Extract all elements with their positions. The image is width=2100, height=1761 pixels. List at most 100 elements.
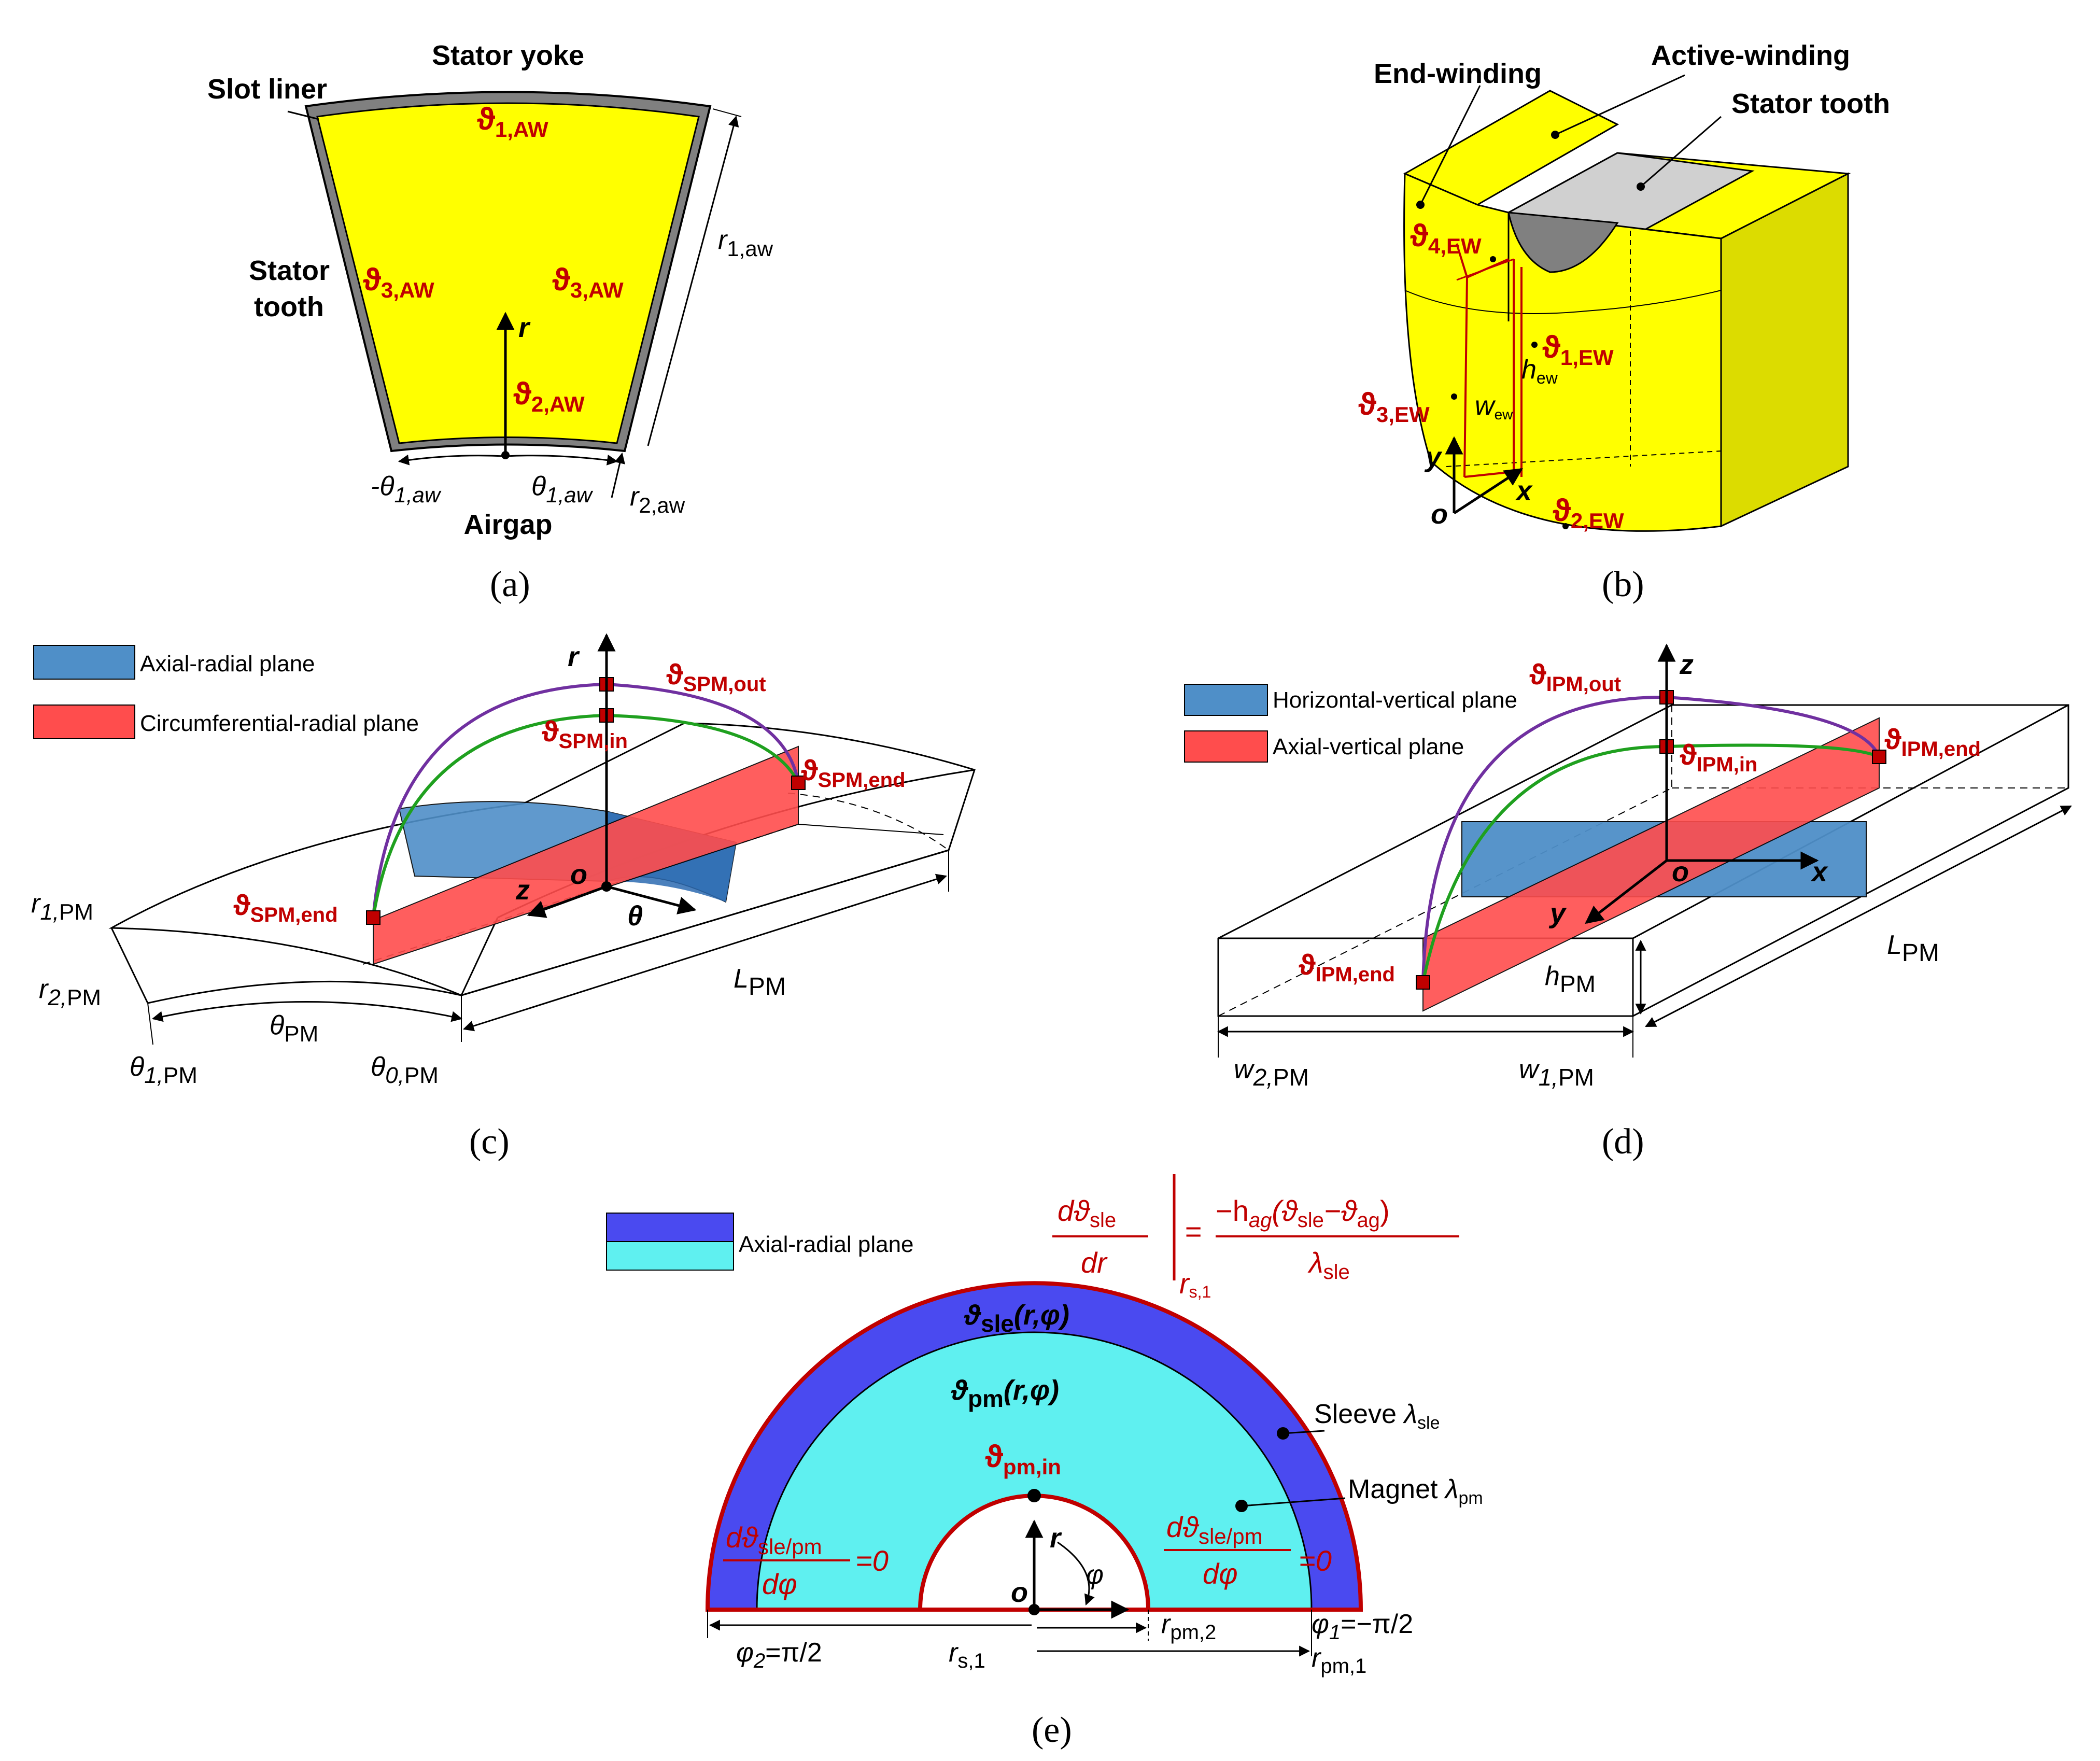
r2-aw-dim bbox=[611, 452, 625, 498]
label-phi2: φ2=π/2 bbox=[736, 1638, 822, 1672]
label-end-winding: End-winding bbox=[1374, 58, 1542, 89]
legend-label-blue-d: Horizontal-vertical plane bbox=[1273, 687, 1517, 713]
svg-text:dϑsle: dϑsle bbox=[1058, 1194, 1116, 1232]
legend-swatch-blue-c bbox=[33, 645, 135, 680]
temp-3-aw-right: ϑ3,AW bbox=[552, 262, 624, 302]
label-active-winding: Active-winding bbox=[1651, 40, 1850, 71]
legend-label-blue-c: Axial-radial plane bbox=[140, 651, 315, 677]
bc-side-right: dϑsle/pm dφ =0 bbox=[1164, 1511, 1332, 1590]
caption-c: (c) bbox=[469, 1122, 510, 1162]
label-theta-neg: -θ1,aw bbox=[371, 471, 442, 507]
panel-e: Axial-radial plane ϑsle(r,φ) ϑpm(r,φ) ϑp… bbox=[606, 1174, 1483, 1750]
panel-a: Stator yoke Slot liner Stator tooth Airg… bbox=[207, 40, 773, 604]
label-w1-pm: w1,PM bbox=[1519, 1054, 1594, 1091]
caption-d: (d) bbox=[1602, 1122, 1644, 1162]
label-rpm1: rpm,1 bbox=[1312, 1643, 1366, 1678]
theta-arc-neg bbox=[398, 454, 506, 466]
temp-3-aw-left: ϑ3,AW bbox=[363, 262, 434, 302]
temp-spm-out: ϑSPM,out bbox=[666, 658, 766, 696]
label-stator-tooth-1: Stator bbox=[249, 255, 330, 286]
bc-side-left: dϑsle/pm dφ =0 bbox=[723, 1521, 889, 1600]
panel-d: Horizontal-vertical plane Axial-vertical… bbox=[1184, 643, 2072, 1162]
svg-text:=0: =0 bbox=[855, 1544, 889, 1577]
temp-2-aw: ϑ2,AW bbox=[513, 376, 585, 416]
temp-spm-in: ϑSPM,in bbox=[542, 715, 628, 753]
spm-in-arc bbox=[372, 713, 800, 918]
label-r-axis-e: r bbox=[1050, 1523, 1062, 1554]
label-x-axis-b: x bbox=[1515, 475, 1533, 506]
label-r-axis-c: r bbox=[568, 641, 580, 672]
svg-text:rs,1: rs,1 bbox=[1179, 1267, 1211, 1301]
label-origin-e: o bbox=[1011, 1577, 1028, 1608]
pm-field-label: ϑpm(r,φ) bbox=[951, 1375, 1059, 1412]
temp-1-ew: ϑ1,EW bbox=[1542, 330, 1614, 370]
label-theta-pm: θPM bbox=[270, 1010, 318, 1047]
label-theta1-pm: θ1,PM bbox=[130, 1052, 198, 1088]
label-origin-c: o bbox=[570, 859, 587, 890]
svg-text:dϑsle/pm: dϑsle/pm bbox=[1166, 1511, 1263, 1548]
x-axis-b bbox=[1453, 468, 1523, 515]
svg-text:λsle: λsle bbox=[1307, 1246, 1350, 1284]
label-stator-yoke: Stator yoke bbox=[432, 40, 584, 71]
temp-ipm-out: ϑIPM,out bbox=[1529, 658, 1621, 696]
temp-ipm-end-right: ϑIPM,end bbox=[1884, 723, 1981, 760]
legend-swatch-red-d bbox=[1184, 730, 1268, 763]
svg-text:dφ: dφ bbox=[1203, 1557, 1238, 1590]
ipm-out-arc bbox=[1421, 695, 1881, 983]
label-z-axis-d: z bbox=[1679, 649, 1694, 680]
temp-1-aw: ϑ1,AW bbox=[477, 102, 548, 142]
legend-label-e: Axial-radial plane bbox=[739, 1232, 914, 1257]
temp-pm-in: ϑpm,in bbox=[985, 1439, 1061, 1479]
panel-b: End-winding Active-winding Stator tooth … bbox=[1358, 40, 1890, 604]
bc-top-formula: dϑsle dr rs,1 = −hag(ϑsle−ϑag) λsle bbox=[1052, 1174, 1459, 1301]
label-w2-pm: w2,PM bbox=[1234, 1054, 1309, 1091]
label-origin-b: o bbox=[1431, 499, 1448, 530]
label-theta-pos: θ1,aw bbox=[531, 471, 594, 507]
label-h-ew: hew bbox=[1521, 355, 1558, 387]
label-sleeve: Sleeve λsle bbox=[1314, 1399, 1440, 1433]
label-r-axis-a: r bbox=[518, 312, 531, 343]
label-h-pm: hPM bbox=[1545, 961, 1596, 997]
label-slot-liner: Slot liner bbox=[207, 74, 327, 105]
panel-c: Axial-radial plane Circumferential-radia… bbox=[31, 633, 976, 1162]
legend-label-red-c: Circumferential-radial plane bbox=[140, 711, 419, 736]
temp-ipm-end-left: ϑIPM,end bbox=[1299, 948, 1395, 986]
label-r1-aw: r1,aw bbox=[718, 225, 773, 261]
label-phi-e: φ bbox=[1086, 1560, 1104, 1590]
legend-swatch-blue-d bbox=[1184, 684, 1268, 716]
label-origin-d: o bbox=[1672, 856, 1689, 887]
label-L-pm-c: LPM bbox=[734, 964, 786, 1001]
svg-text:dr: dr bbox=[1081, 1246, 1108, 1279]
tooth-section bbox=[1507, 212, 1619, 273]
temp-spm-end-left: ϑSPM,end bbox=[233, 889, 338, 926]
caption-a: (a) bbox=[490, 565, 530, 604]
magnet-region bbox=[756, 1331, 1313, 1611]
legend-label-red-d: Axial-vertical plane bbox=[1273, 734, 1464, 759]
label-w-ew: wew bbox=[1475, 391, 1513, 422]
legend-swatch-magnet-e bbox=[606, 1241, 734, 1271]
svg-text:dϑsle/pm: dϑsle/pm bbox=[726, 1521, 822, 1559]
label-z-axis-c: z bbox=[515, 875, 530, 906]
r1-aw-dim bbox=[647, 115, 739, 446]
temp-3-ew: ϑ3,EW bbox=[1358, 387, 1430, 427]
temp-ipm-in: ϑIPM,in bbox=[1680, 738, 1757, 776]
svg-text:=0: =0 bbox=[1299, 1544, 1332, 1577]
label-theta-axis-c: θ bbox=[627, 900, 643, 932]
temp-spm-end-right: ϑSPM,end bbox=[801, 754, 906, 792]
label-rs1: rs,1 bbox=[949, 1638, 985, 1672]
label-magnet: Magnet λpm bbox=[1348, 1474, 1483, 1508]
label-L-pm-d: LPM bbox=[1887, 930, 1939, 967]
ipm-in-arc bbox=[1421, 743, 1880, 983]
caption-e: (e) bbox=[1032, 1710, 1072, 1750]
label-x-axis-d: x bbox=[1810, 856, 1828, 887]
active-winding-sector bbox=[316, 102, 700, 444]
spm-out-arc bbox=[372, 682, 800, 918]
temp-4-ew: ϑ4,EW bbox=[1410, 218, 1482, 258]
sle-field-label: ϑsle(r,φ) bbox=[964, 1300, 1069, 1337]
svg-text:−hag(ϑsle−ϑag): −hag(ϑsle−ϑag) bbox=[1216, 1194, 1390, 1232]
temp-2-ew: ϑ2,EW bbox=[1553, 493, 1624, 533]
label-y-axis-b: y bbox=[1424, 442, 1443, 473]
phi-arc-e bbox=[1057, 1541, 1095, 1605]
label-stator-tooth-b: Stator tooth bbox=[1731, 88, 1890, 119]
